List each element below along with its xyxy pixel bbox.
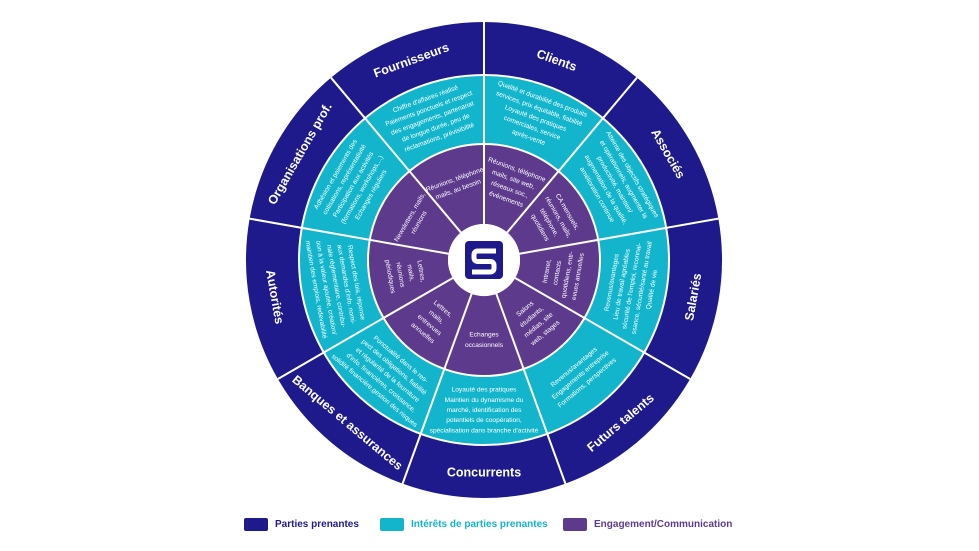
segment-divider (401, 293, 473, 484)
interest-segment-futurs-talents (523, 318, 645, 434)
stakeholder-segment-futurs-talents (547, 352, 691, 484)
stakeholder-segment-autorites (246, 218, 324, 379)
ring-separator (298, 74, 670, 446)
interest-ring (299, 75, 670, 445)
legend-label-engagement: Engagement/Communication (594, 519, 733, 530)
segment-divider (506, 77, 638, 234)
engagement-text-concurrents: Echanges occasionnels (465, 331, 504, 349)
interest-segment-organisations-prof (301, 118, 410, 240)
engagement-line: contacts (552, 260, 563, 286)
engagement-segment-concurrents (444, 293, 524, 376)
interest-line: marché, identification des (447, 407, 522, 414)
legend: Parties prenantes Intérêts de parties pr… (0, 518, 979, 542)
segment-divider (514, 277, 691, 380)
engagement-segment-fournisseurs (409, 144, 484, 233)
engagement-segment-salaries (515, 239, 600, 318)
interest-segment-associes (558, 118, 667, 240)
engagement-segment-autorites (368, 239, 453, 318)
engagement-segment-associes (507, 171, 599, 254)
engagement-segment-futurs-talents (496, 278, 585, 370)
segment-divider (495, 293, 567, 484)
stakeholder-segment-organisations-prof (249, 77, 366, 228)
stakeholder-segment-associes (602, 77, 719, 228)
engagement-ring (368, 144, 600, 376)
interest-line: spécialisation dans branche d'activité (430, 427, 539, 434)
interest-line: Maintien du dynamisme du (445, 397, 524, 404)
stakeholder-segment-fournisseurs (331, 22, 484, 119)
stakeholder-label-concurrents: Concurrents (447, 466, 521, 480)
stakeholder-segment-clients (484, 22, 637, 119)
interest-segment-concurrents (420, 369, 548, 445)
interest-segment-salaries (584, 227, 670, 353)
interest-line: Loyauté des pratiques (452, 387, 518, 394)
engagement-line: occasionnels (465, 342, 504, 349)
stakeholder-segment-banques-et-assurances (277, 352, 421, 484)
center-logo (465, 241, 503, 279)
legend-swatch-interests (380, 518, 404, 531)
engagement-line: réunions (394, 262, 405, 289)
legend-item-interests: Intérêts de parties prenantes (380, 518, 548, 531)
segment-divider (249, 217, 449, 255)
legend-label-stakeholders: Parties prenantes (275, 519, 359, 530)
interest-line: potentiels de coopération, (446, 417, 522, 424)
engagement-line: Intranet, (542, 258, 553, 283)
engagement-line: Lettres, (415, 260, 426, 283)
stakeholder-segment-concurrents (402, 433, 566, 499)
interest-segment-autorites (299, 227, 384, 353)
segment-divider (519, 217, 719, 255)
segment-divider (330, 77, 462, 234)
legend-swatch-stakeholders (244, 518, 268, 531)
interest-segment-banques-et-assurances (323, 318, 445, 434)
s-letter-glyph (471, 248, 497, 275)
legend-item-stakeholders: Parties prenantes (244, 518, 359, 531)
engagement-line: mails, (405, 264, 415, 282)
engagement-segment-banques-et-assurances (383, 278, 472, 370)
legend-swatch-engagement (563, 518, 587, 531)
stakeholder-segment-salaries (644, 218, 722, 379)
ring-separator (367, 143, 601, 377)
engagement-line: Echanges (469, 331, 499, 338)
stakeholder-ring (246, 22, 722, 499)
engagement-segment-organisations-prof (369, 171, 461, 254)
legend-label-interests: Intérêts de parties prenantes (411, 519, 548, 530)
engagement-segment-clients (484, 144, 559, 233)
legend-item-engagement: Engagement/Communication (563, 518, 732, 531)
segment-divider (277, 277, 454, 380)
